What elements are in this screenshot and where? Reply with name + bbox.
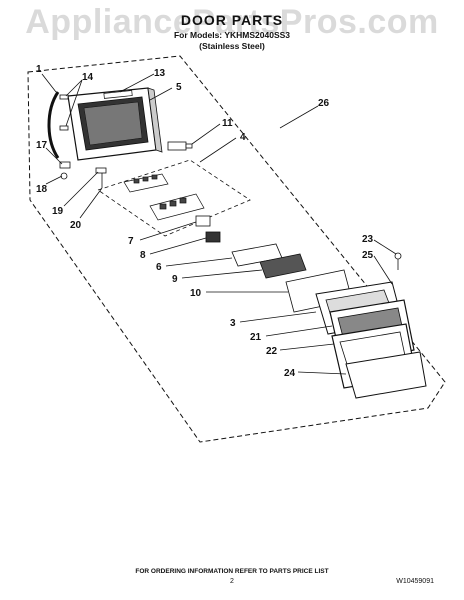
callout-4: 4 [240,132,246,143]
hinge-fasteners-part [59,161,107,188]
callout-22: 22 [266,346,278,357]
watermark-text: AppliancePartsPros.com [25,3,439,41]
callout-25: 25 [362,250,374,261]
page-number: 2 [230,578,234,585]
callout-19: 19 [52,206,64,217]
callout-numbers: 1 14 13 5 26 17 11 4 18 19 20 7 8 6 9 10… [36,64,374,379]
callout-8: 8 [140,250,146,261]
callout-20: 20 [70,220,82,231]
callout-1: 1 [36,64,42,75]
callout-21: 21 [250,332,262,343]
inner-door-frames-part [315,281,427,399]
callout-24: 24 [284,368,296,379]
callout-17: 17 [36,140,48,151]
callout-9: 9 [172,274,178,285]
door-handle-part [47,91,60,159]
variant-line: (Stainless Steel) [199,41,265,51]
callout-5: 5 [176,82,182,93]
leader-lines [41,73,397,375]
page-title: DOOR PARTS [180,12,284,28]
callout-14: 14 [82,72,94,83]
ordering-note: FOR ORDERING INFORMATION REFER TO PARTS … [135,568,329,575]
callout-7: 7 [128,236,134,247]
door-frame-part [67,87,163,161]
latch-part [167,141,193,151]
model-line: For Models: YKHMS2040SS3 [173,30,291,40]
callout-23: 23 [362,234,374,245]
membrane-part-7 [195,215,211,227]
control-board-part [259,253,307,279]
document-id: W10459091 [396,578,434,585]
callout-13: 13 [154,68,166,79]
screw-part-23 [394,252,402,270]
control-keypads-part [123,173,205,221]
callout-11: 11 [222,118,233,129]
control-panel-outline [97,159,251,237]
handle-screws-part [59,94,69,131]
callout-18: 18 [36,184,48,195]
spacer-part-8 [205,231,221,243]
door-assembly-outline [27,55,446,443]
callout-26: 26 [318,98,330,109]
callout-6: 6 [156,262,162,273]
callout-10: 10 [190,288,202,299]
callout-3: 3 [230,318,236,329]
